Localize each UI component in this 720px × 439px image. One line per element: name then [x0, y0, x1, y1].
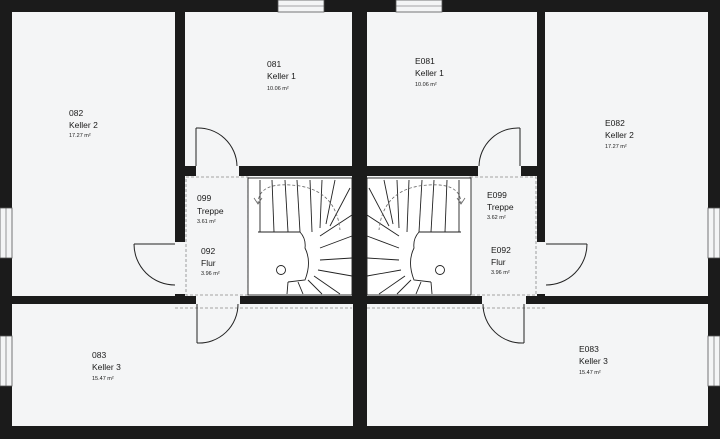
room-name: Keller 3 — [579, 356, 608, 366]
staircase-right — [366, 177, 472, 296]
floor-E082 — [545, 12, 708, 296]
room-number: 099 — [197, 193, 211, 203]
room-area: 3.62 m² — [487, 215, 506, 221]
room-label-E099: E099 Treppe 3.62 m² — [487, 190, 514, 221]
room-name: Keller 1 — [267, 71, 296, 81]
room-number: 092 — [201, 246, 215, 256]
room-area: 10.06 m² — [415, 82, 437, 88]
opening-083 — [196, 295, 240, 305]
room-name: Flur — [491, 257, 506, 267]
stair-frame-right — [366, 177, 472, 296]
room-label-E081: E081 Keller 1 10.06 m² — [415, 56, 444, 88]
room-area: 17.27 m² — [605, 144, 627, 150]
window-panes — [5, 5, 715, 386]
room-area: 3.96 m² — [201, 271, 220, 277]
room-area: 15.47 m² — [579, 370, 601, 376]
room-number: E081 — [415, 56, 435, 66]
room-label-082: 082 Keller 2 17.27 m² — [69, 108, 98, 139]
door-swing-E083 — [482, 303, 525, 344]
room-label-081: 081 Keller 1 10.06 m² — [267, 59, 296, 92]
door-swing-E081 — [478, 127, 521, 167]
stair-walkline-left — [257, 184, 341, 231]
door-swing-E082 — [545, 243, 588, 286]
room-name: Keller 2 — [69, 120, 98, 130]
stair-arrow-right — [456, 197, 466, 205]
room-area: 3.61 m² — [197, 219, 216, 225]
staircase-left — [247, 177, 353, 296]
doors — [133, 127, 588, 344]
room-number: 081 — [267, 59, 281, 69]
room-area: 10.06 m² — [267, 86, 289, 92]
stair-newel-left — [276, 265, 286, 275]
room-name: Treppe — [197, 206, 224, 216]
room-area: 15.47 m² — [92, 376, 114, 382]
room-label-E092: E092 Flur 3.96 m² — [491, 245, 511, 276]
stair-stringer-right — [410, 231, 461, 283]
door-swing-081 — [195, 127, 238, 167]
stair-walkline-right — [378, 184, 462, 231]
door-swing-082 — [133, 243, 176, 286]
room-label-E083: E083 Keller 3 15.47 m² — [579, 344, 608, 376]
stair-arrow-left — [253, 197, 263, 205]
floor-082 — [12, 12, 175, 296]
room-area: 3.96 m² — [491, 270, 510, 276]
room-number: 082 — [69, 108, 83, 118]
room-number: E083 — [579, 344, 599, 354]
room-label-083: 083 Keller 3 15.47 m² — [92, 350, 121, 382]
floor-E083 — [367, 304, 708, 426]
opening-081 — [196, 165, 239, 177]
room-label-099: 099 Treppe 3.61 m² — [197, 193, 224, 225]
room-area: 17.27 m² — [69, 133, 91, 139]
stair-newel-right — [435, 265, 445, 275]
floor-083 — [12, 304, 353, 426]
room-name: Keller 2 — [605, 130, 634, 140]
opening-E081 — [478, 165, 521, 177]
floor-E081 — [367, 12, 537, 166]
room-name: Keller 3 — [92, 362, 121, 372]
room-number: E099 — [487, 190, 507, 200]
floor-081 — [185, 12, 352, 166]
room-label-E082: E082 Keller 2 17.27 m² — [605, 118, 634, 150]
room-number: 083 — [92, 350, 106, 360]
opening-E083 — [482, 295, 526, 305]
room-name: Treppe — [487, 202, 514, 212]
room-number: E082 — [605, 118, 625, 128]
room-label-092: 092 Flur 3.96 m² — [201, 246, 220, 277]
door-openings — [174, 165, 548, 305]
door-swing-083 — [196, 303, 239, 344]
stair-frame-left — [247, 177, 353, 296]
room-name: Flur — [201, 258, 216, 268]
stair-stringer-left — [258, 231, 309, 283]
room-name: Keller 1 — [415, 68, 444, 78]
opening-082 — [174, 242, 186, 294]
opening-E082 — [536, 242, 548, 294]
room-number: E092 — [491, 245, 511, 255]
